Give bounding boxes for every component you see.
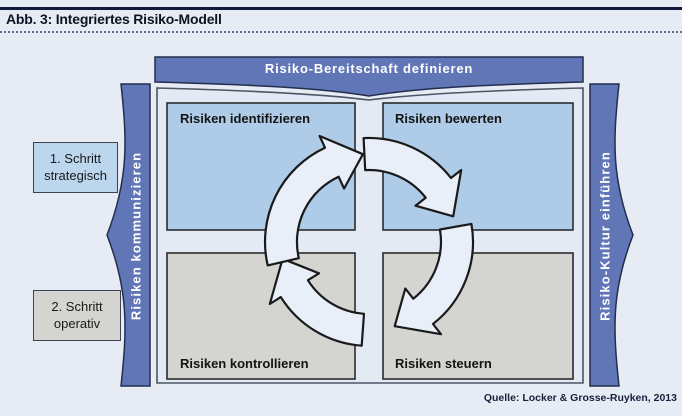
cycle-arrow-top-right: [362, 136, 463, 218]
step-2-line2: operativ: [53, 315, 101, 331]
quadrant-steer-label: Risiken steuern: [395, 356, 492, 371]
source-caption: Quelle: Locker & Grosse-Ruyken, 2013: [483, 392, 677, 404]
communicate-bar-shape: [106, 83, 151, 387]
quadrant-steer-box: [382, 252, 574, 380]
risk-appetite-banner: [154, 56, 584, 97]
dotted-rule: [0, 31, 682, 33]
culture-bar-label: Risiko-Kultur einführen: [597, 151, 613, 321]
top-rule: [0, 7, 682, 10]
risk-cycle: [263, 134, 475, 347]
figure-title: Abb. 3: Integriertes Risiko-Modell: [6, 11, 222, 27]
risk-appetite-banner-label: Risiko-Bereitschaft definieren: [264, 61, 474, 76]
step-1-line1: 1. Schritt: [49, 150, 102, 166]
communicate-bar-label: Risiken kommunizieren: [128, 151, 144, 321]
quadrant-evaluate-label: Risiken bewerten: [395, 111, 502, 126]
cycle-arrow-bottom-left: [268, 257, 366, 347]
step-1-strategic-box: 1. Schritt strategisch: [33, 142, 118, 193]
quadrant-identify-label: Risiken identifizieren: [180, 111, 311, 126]
step-2-line1: 2. Schritt: [51, 298, 103, 314]
step-2-operative-box: 2. Schritt operativ: [33, 290, 121, 341]
culture-bar-shape: [589, 83, 634, 387]
step-1-line2: strategisch: [44, 167, 107, 183]
quadrant-control-label: Risiken kontrollieren: [180, 356, 309, 371]
cycle-arrow-top-left: [263, 134, 364, 267]
cycle-arrow-bottom-right: [393, 222, 475, 336]
